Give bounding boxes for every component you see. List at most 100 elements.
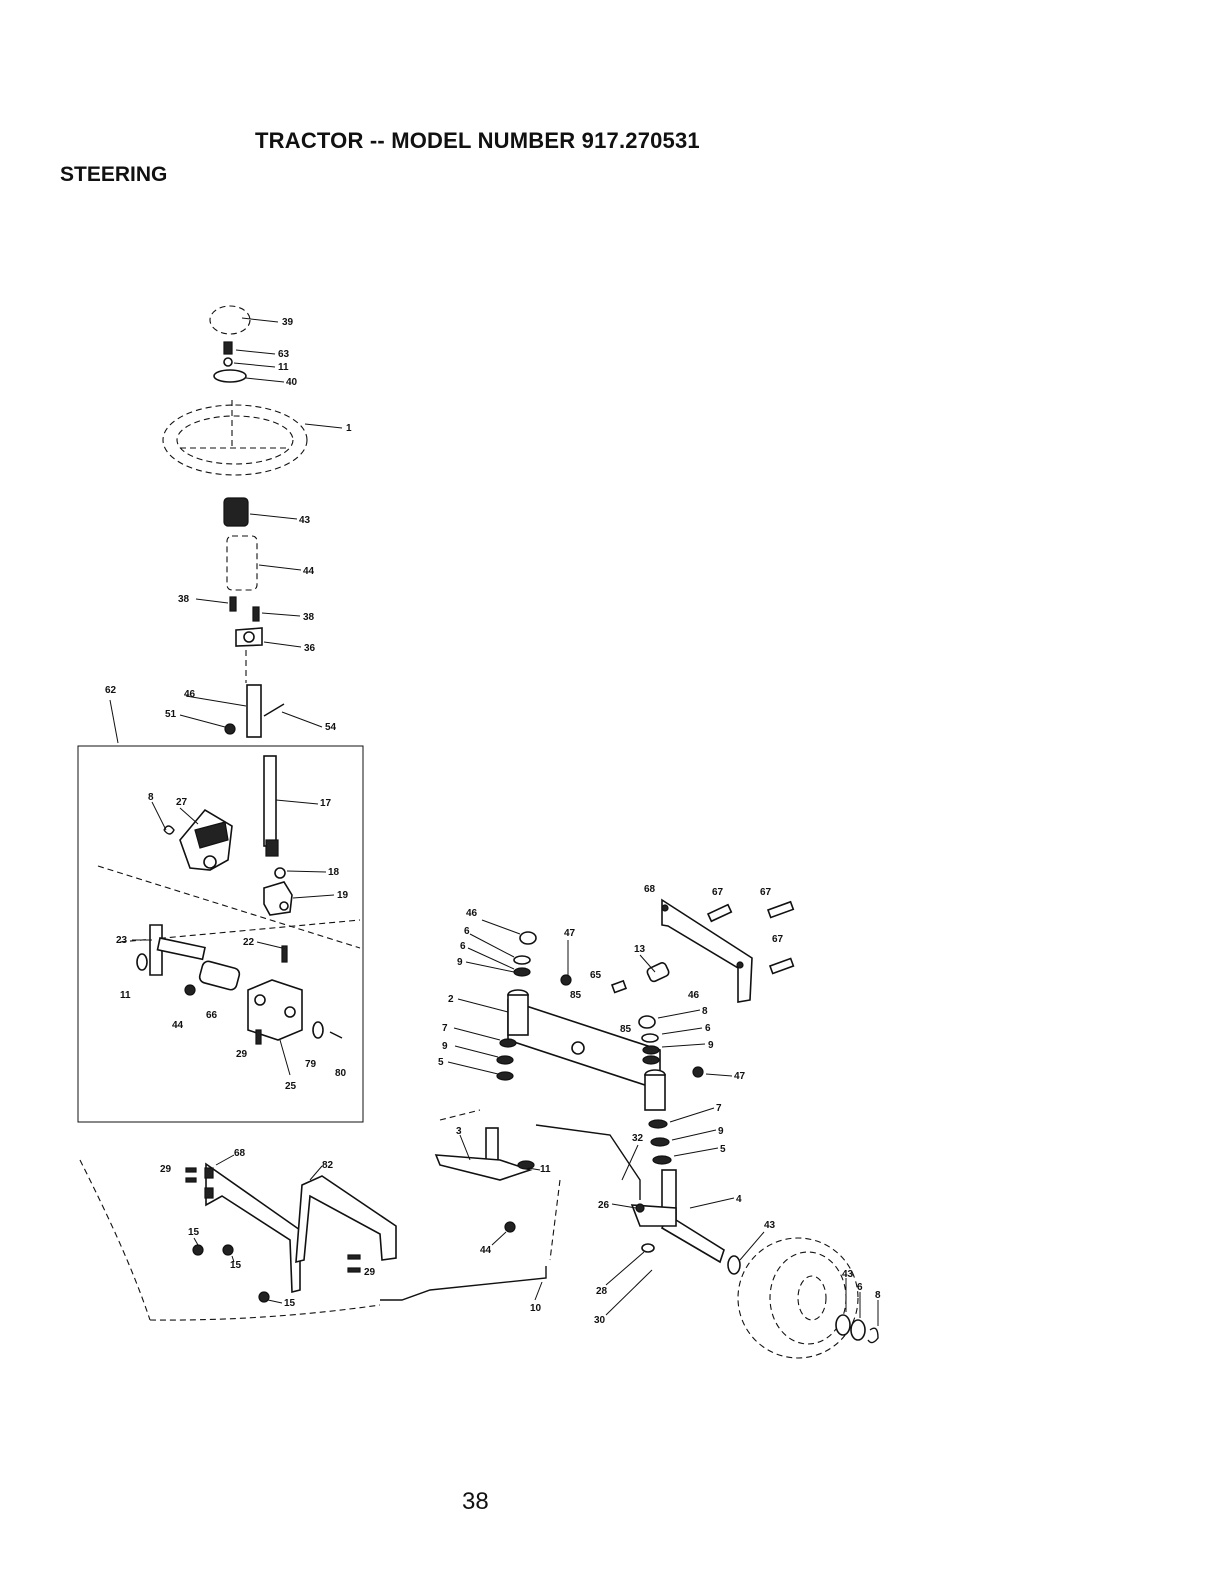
callout-label: 44 (303, 566, 315, 577)
callout-label: 67 (712, 887, 724, 898)
callout-label: 23 (116, 935, 128, 946)
front-axle-group (447, 898, 795, 1165)
steering-cap (209, 305, 251, 335)
callout-label: 6 (464, 926, 470, 937)
callout-label: 67 (772, 934, 784, 945)
bolt-67 (706, 903, 733, 923)
callout-label: 36 (304, 643, 316, 654)
callout-label: 3 (456, 1126, 462, 1137)
assembly-box (77, 745, 364, 1123)
callout-label: 15 (284, 1298, 296, 1309)
callout-label: 27 (176, 797, 188, 808)
nut-47 (560, 974, 572, 986)
callout-label: 38 (303, 612, 315, 623)
washer-43 (727, 1255, 741, 1275)
callout-label: 66 (206, 1010, 218, 1021)
callout-label: 7 (442, 1023, 448, 1034)
callout-labels: 39 63 11 40 1 43 44 38 38 36 62 46 51 54… (105, 317, 881, 1326)
callout-label: 68 (234, 1148, 246, 1159)
callout-label: 46 (688, 990, 700, 1001)
spindle-wheel-group (434, 1124, 879, 1359)
axle-bracket-68 (661, 898, 753, 1003)
callout-label: 43 (764, 1220, 776, 1231)
callout-label: 9 (718, 1126, 724, 1137)
steering-wheel (162, 404, 308, 476)
washer (223, 357, 233, 367)
callout-label: 39 (282, 317, 294, 328)
callout-label: 47 (564, 928, 576, 939)
bolt (223, 341, 233, 355)
callout-label: 8 (148, 792, 154, 803)
callout-label: 44 (480, 1245, 492, 1256)
callout-label: 8 (875, 1290, 881, 1301)
callout-label: 15 (230, 1260, 242, 1271)
washer-79 (312, 1021, 324, 1039)
callout-label: 9 (442, 1041, 448, 1052)
callout-label: 4 (736, 1194, 742, 1205)
callout-label: 7 (716, 1103, 722, 1114)
callout-label: 46 (184, 689, 196, 700)
pin-65 (610, 979, 628, 994)
callout-label: 47 (734, 1071, 746, 1082)
section-title: STEERING (60, 163, 168, 186)
callout-label: 85 (570, 990, 582, 1001)
callout-label: 8 (702, 1006, 708, 1017)
callout-label: 62 (105, 685, 117, 696)
cap-46 (519, 931, 537, 945)
callout-label: 15 (188, 1227, 200, 1238)
callout-label: 40 (286, 377, 298, 388)
callout-label: 18 (328, 867, 340, 878)
callout-label: 79 (305, 1059, 317, 1070)
callout-label: 82 (322, 1160, 334, 1171)
callout-label: 30 (594, 1315, 606, 1326)
gear-bushing (223, 497, 249, 527)
callout-label: 44 (172, 1020, 184, 1031)
callout-label: 29 (160, 1164, 172, 1175)
washer-plate (213, 369, 247, 383)
steering-arm-23 (149, 924, 163, 976)
steering-shaft (246, 684, 262, 738)
callout-label: 63 (278, 349, 290, 360)
callout-label: 43 (842, 1269, 854, 1280)
page-title: TRACTOR -- MODEL NUMBER 917.270531 (255, 128, 700, 153)
steering-tube (226, 535, 258, 591)
steering-column-group (162, 305, 343, 738)
callout-label: 5 (438, 1057, 444, 1068)
callout-label: 11 (120, 990, 131, 1001)
link-rod-10 (380, 1266, 547, 1301)
bracket-68-lower (205, 1162, 301, 1294)
screw (229, 596, 237, 612)
callout-label: 28 (596, 1286, 608, 1297)
callout-label: 25 (285, 1081, 297, 1092)
nut-40 (184, 984, 196, 996)
callout-label: 65 (590, 970, 602, 981)
spacer-13 (646, 962, 670, 983)
front-wheel (737, 1237, 859, 1359)
callout-label: 29 (236, 1049, 248, 1060)
callout-label: 85 (620, 1024, 632, 1035)
callout-label: 26 (598, 1200, 610, 1211)
callout-label: 9 (457, 957, 463, 968)
callout-label: 29 (364, 1267, 376, 1278)
drag-link-32 (535, 1124, 641, 1200)
callout-label: 10 (530, 1303, 542, 1314)
pinion-gear-19 (263, 881, 293, 916)
callout-label: 6 (460, 941, 466, 952)
callout-label: 38 (178, 594, 190, 605)
nut (224, 723, 236, 735)
callout-label: 51 (165, 709, 177, 720)
callout-label: 5 (720, 1144, 726, 1155)
bracket-82 (295, 1175, 397, 1264)
callout-label: 22 (243, 937, 255, 948)
lower-bracket-group (79, 1109, 561, 1321)
steering-shaft-17 (263, 755, 277, 847)
page-number: 38 (462, 1488, 489, 1515)
callout-label: 80 (335, 1068, 347, 1079)
callout-label: 43 (299, 515, 311, 526)
screw (252, 606, 260, 622)
callout-label: 32 (632, 1133, 644, 1144)
callout-label: 1 (346, 423, 352, 434)
callout-label: 9 (708, 1040, 714, 1051)
washer-11 (136, 953, 148, 971)
